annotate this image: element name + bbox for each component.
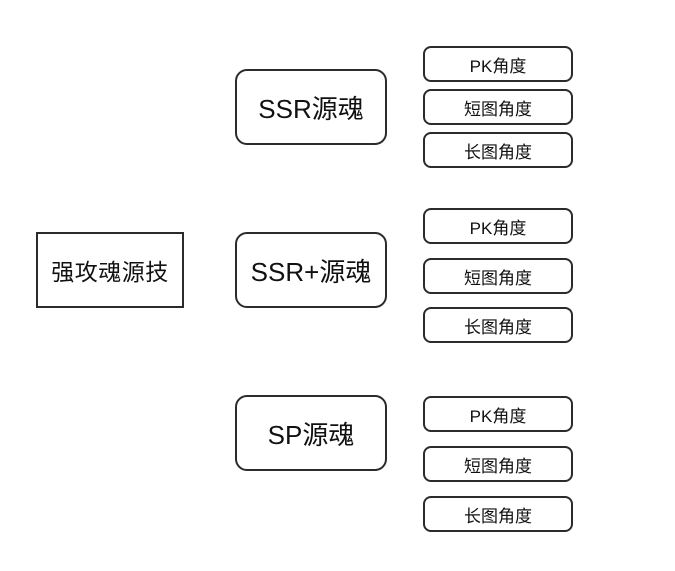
leaf-node-label: 长图角度 [464,506,532,526]
leaf-node-label: 长图角度 [464,317,532,337]
leaf-node-label: PK角度 [469,218,527,238]
root-node-strong-attack-soul-source-skill: 强攻魂源技 [36,232,184,308]
leaf-node-label: 长图角度 [464,142,532,162]
branch-node-ssr-source-soul: SSR源魂 [235,69,387,145]
leaf-node-pk-angle: PK角度 [423,46,573,82]
leaf-node-short-image-angle: 短图角度 [423,258,573,294]
leaf-node-long-image-angle: 长图角度 [423,307,573,343]
leaf-node-label: PK角度 [469,406,527,426]
leaf-node-pk-angle: PK角度 [423,396,573,432]
branch-node-label: SSR源魂 [258,93,364,124]
branch-node-sp-source-soul: SP源魂 [235,395,387,471]
leaf-node-short-image-angle: 短图角度 [423,89,573,125]
branch-node-ssr-plus-source-soul: SSR+源魂 [235,232,387,308]
leaf-node-label: PK角度 [469,56,527,76]
leaf-node-long-image-angle: 长图角度 [423,496,573,532]
leaf-node-label: 短图角度 [464,456,532,476]
leaf-node-label: 短图角度 [464,99,532,119]
leaf-node-pk-angle: PK角度 [423,208,573,244]
branch-node-label: SP源魂 [267,419,355,450]
leaf-node-short-image-angle: 短图角度 [423,446,573,482]
branch-node-label: SSR+源魂 [250,256,372,287]
root-node-label: 强攻魂源技 [51,259,169,285]
leaf-node-long-image-angle: 长图角度 [423,132,573,168]
leaf-node-label: 短图角度 [464,268,532,288]
